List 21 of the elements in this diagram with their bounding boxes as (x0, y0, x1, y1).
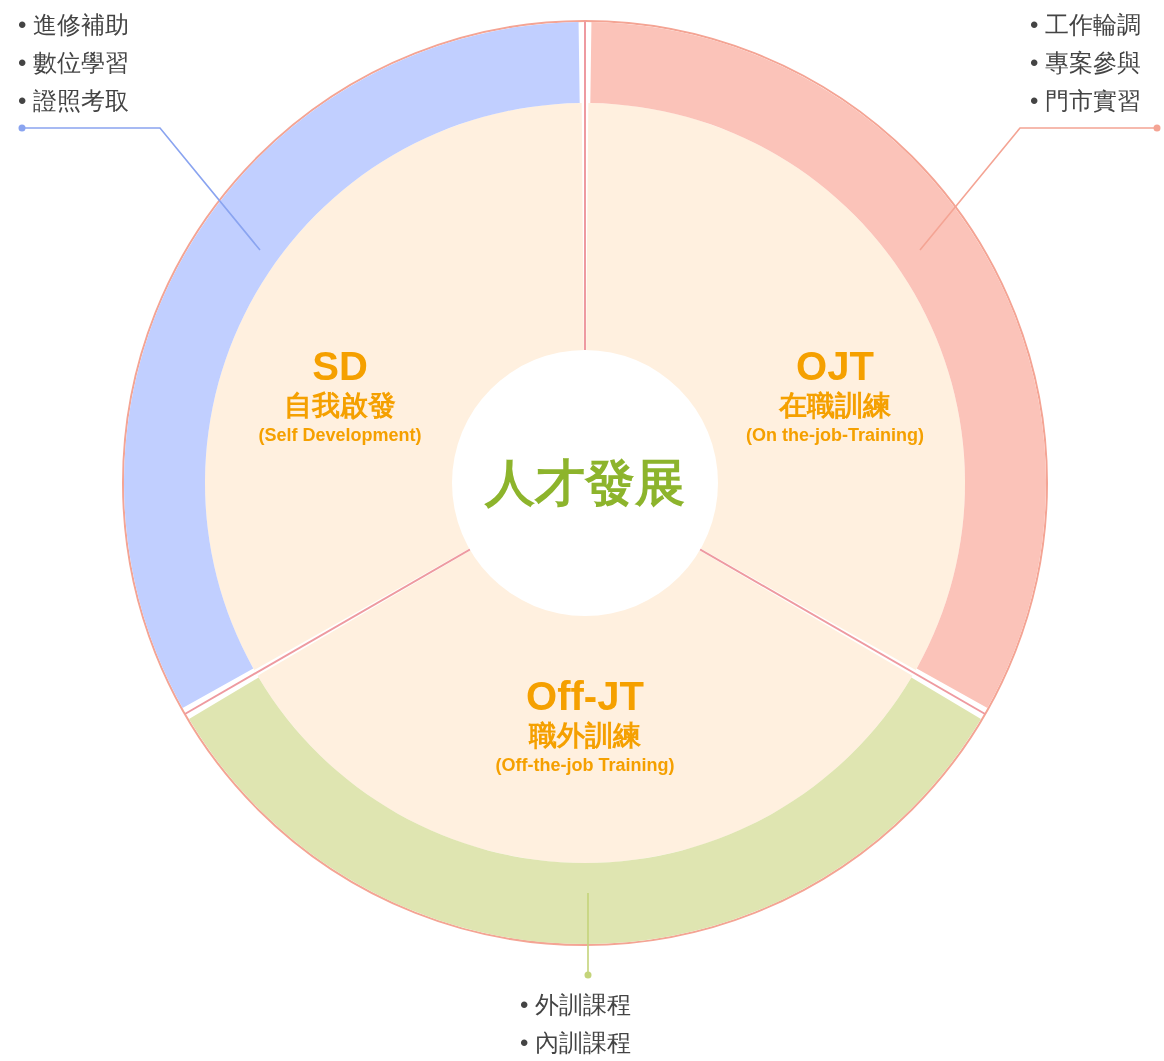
sector-subtitle: (Self Development) (258, 424, 422, 447)
list-item: • 門市實習 (1030, 86, 1143, 116)
list-item: • 內訓課程 (520, 1028, 633, 1058)
list-item: • 進修補助 (18, 10, 131, 40)
list-item: • 外訓課程 (520, 990, 633, 1020)
sector-title: 在職訓練 (777, 389, 892, 423)
sector-subtitle: (Off-the-job Training) (495, 754, 675, 777)
leader-line (18, 124, 261, 251)
sector-abbreviation: SD (311, 343, 369, 389)
sector-subtitle: (On the-job-Training) (746, 424, 924, 447)
center-title: 人才發展 (485, 453, 685, 513)
sector-title: 職外訓練 (527, 719, 642, 753)
list-item: • 工作輪調 (1030, 10, 1143, 40)
sector-abbreviation: OJT (795, 343, 875, 389)
list-item: • 證照考取 (18, 86, 131, 116)
sector-abbreviation: Off-JT (525, 673, 645, 719)
list-item: • 數位學習 (18, 48, 131, 78)
leader-line (919, 124, 1161, 251)
sector-title: 自我啟發 (283, 389, 397, 423)
list-item: • 專案參與 (1030, 48, 1143, 78)
leader-line (584, 892, 592, 979)
